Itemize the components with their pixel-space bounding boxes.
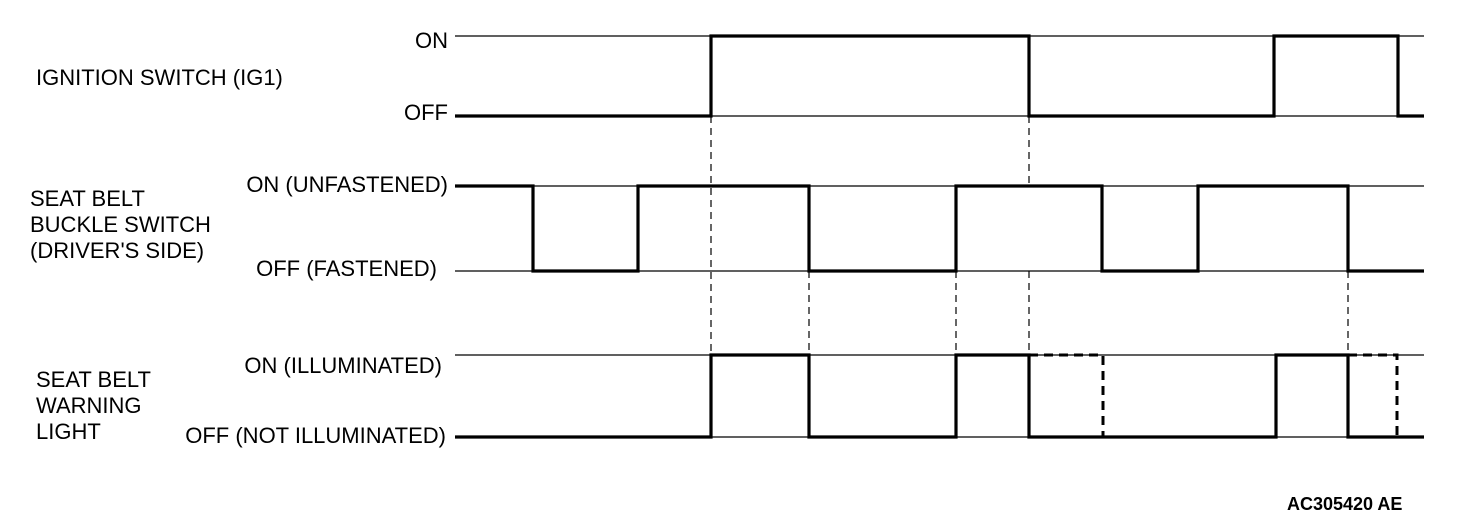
warning-off-label: OFF (NOT ILLUMINATED) [185, 423, 446, 448]
warning-dashed-pulse-1 [1029, 353, 1105, 437]
warning-label-line-1: SEAT BELT [36, 367, 151, 392]
buckle-label-line-2: BUCKLE SWITCH [30, 212, 211, 237]
warning-label-line-3: LIGHT [36, 419, 101, 444]
ignition-signal-label: IGNITION SWITCH (IG1) [36, 65, 283, 91]
buckle-signal-label: SEAT BELT BUCKLE SWITCH (DRIVER'S SIDE) [30, 186, 211, 264]
timing-guides [710, 116, 1349, 355]
ignition-label-line-1: IGNITION SWITCH (IG1) [36, 65, 283, 90]
warning-on-label: ON (ILLUMINATED) [244, 353, 442, 378]
ignition-on-label: ON [415, 28, 448, 53]
buckle-waveform [455, 184, 1424, 273]
ignition-waveform [455, 34, 1424, 118]
buckle-label-line-3: (DRIVER'S SIDE) [30, 238, 205, 263]
warning-signal-label: SEAT BELT WARNING LIGHT [36, 367, 151, 445]
warning-waveform [455, 353, 1424, 439]
ignition-off-label: OFF [404, 100, 448, 125]
figure-code: AC305420 AE [1287, 494, 1403, 514]
buckle-on-label: ON (UNFASTENED) [246, 172, 448, 197]
warning-dashed-pulse-2 [1348, 353, 1399, 437]
warning-label-line-2: WARNING [36, 393, 142, 418]
buckle-off-label: OFF (FASTENED) [256, 256, 437, 281]
buckle-label-line-1: SEAT BELT [30, 186, 145, 211]
